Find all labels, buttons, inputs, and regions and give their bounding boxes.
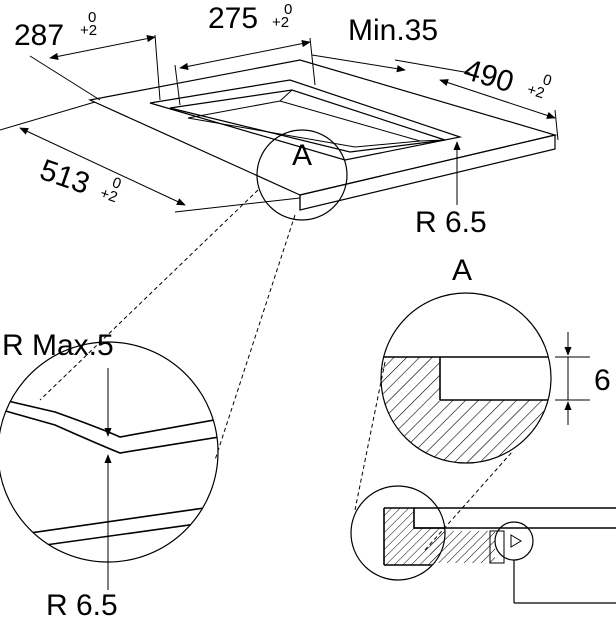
radius-top-leader: R 6.5 [415,141,487,239]
dimension-275: 275 0 +2 [174,1,316,106]
dim-513-tol-lower: +2 [98,185,120,207]
detail-a-label: A [292,139,312,172]
dim-513-value: 513 [36,153,94,201]
dim-287-value: 287 [14,19,64,52]
thickness-label: 6 [594,364,611,397]
worktop-front-face [299,134,556,211]
detail-a-section: A 6 [380,254,611,464]
leader-dashed-a-left [354,361,386,511]
dimension-513: 513 0 +2 [0,101,301,213]
dim-287-tol-lower: +2 [80,22,97,39]
detail-a-marker: A [256,129,348,221]
cutout-outer [149,79,463,161]
dim-490-tol-lower: +2 [525,81,546,102]
dim-275-tol-lower: +2 [272,14,289,31]
dimension-287: 287 0 +2 [14,9,161,101]
detail-a-title: A [452,254,472,287]
dim-275-tol-upper: 0 [284,1,292,18]
worktop-isometric [88,59,558,211]
radius-top-label: R 6.5 [415,206,487,239]
dim-287-tol-upper: 0 [88,9,96,26]
leader-dashed-right [214,214,296,461]
dimension-490: 490 0 +2 [439,53,559,141]
radius-bottom-label: R 6.5 [46,589,118,619]
dim-275-value: 275 [208,2,258,35]
leader-dashed-left [39,189,259,401]
edge-detail-enlarged: R Max.5 R 6.5 [0,329,219,619]
dim-min35-value: Min.35 [348,14,438,47]
section-small [350,485,616,604]
dim-490-value: 490 [460,53,518,99]
radius-max-label: R Max.5 [2,329,114,362]
dimension-min35: Min.35 [311,14,471,74]
